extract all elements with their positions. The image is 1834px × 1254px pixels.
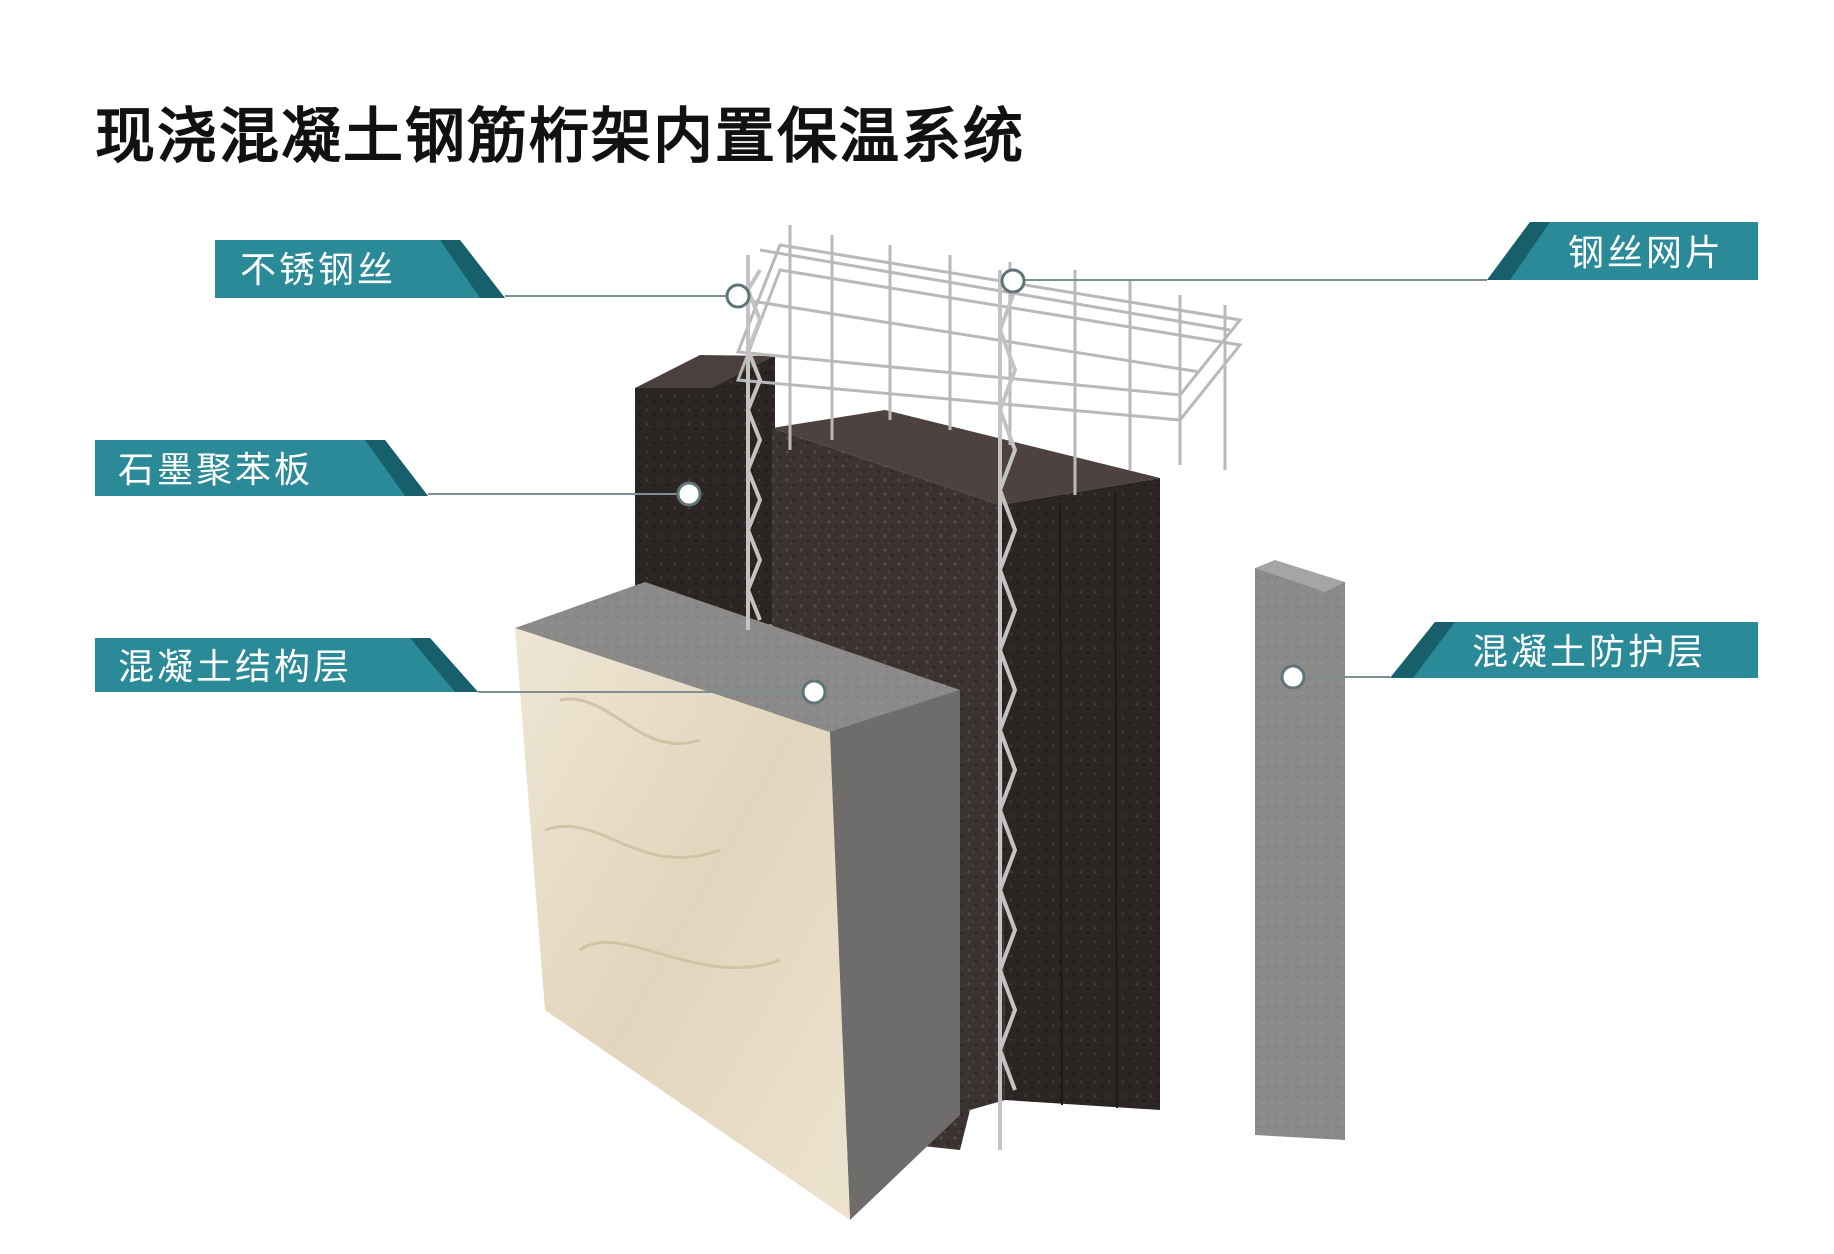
label-structural-concrete: 混凝土结构层	[95, 638, 827, 705]
label-stainless-wire: 不锈钢丝	[215, 240, 751, 309]
steel-wire-mesh	[735, 225, 1243, 495]
callout-marker-stainless-wire	[725, 283, 751, 309]
callout-marker-structural-concrete	[801, 679, 827, 705]
label-protective-concrete-text: 混凝土防护层	[1472, 632, 1706, 673]
label-structural-concrete-text: 混凝土结构层	[118, 647, 352, 688]
label-protective-concrete: 混凝土防护层	[1280, 622, 1758, 690]
protective-concrete-layer	[1255, 560, 1345, 1140]
label-graphite-eps: 石墨聚苯板	[95, 440, 702, 507]
stainless-wire-truss	[745, 255, 1018, 1150]
label-stainless-wire-text: 不锈钢丝	[240, 250, 396, 291]
callout-marker-wire-mesh	[1000, 268, 1026, 294]
diagram-title: 现浇混凝土钢筋桁架内置保温系统	[95, 102, 1025, 172]
callout-marker-graphite-eps	[676, 481, 702, 507]
label-wire-mesh-text: 钢丝网片	[1568, 233, 1724, 274]
label-wire-mesh: 钢丝网片	[1000, 222, 1758, 294]
label-graphite-eps-text: 石墨聚苯板	[118, 450, 313, 491]
structural-concrete-block	[515, 582, 960, 1220]
callout-marker-protective-concrete	[1280, 664, 1306, 690]
graphite-eps-board-back	[635, 355, 775, 625]
